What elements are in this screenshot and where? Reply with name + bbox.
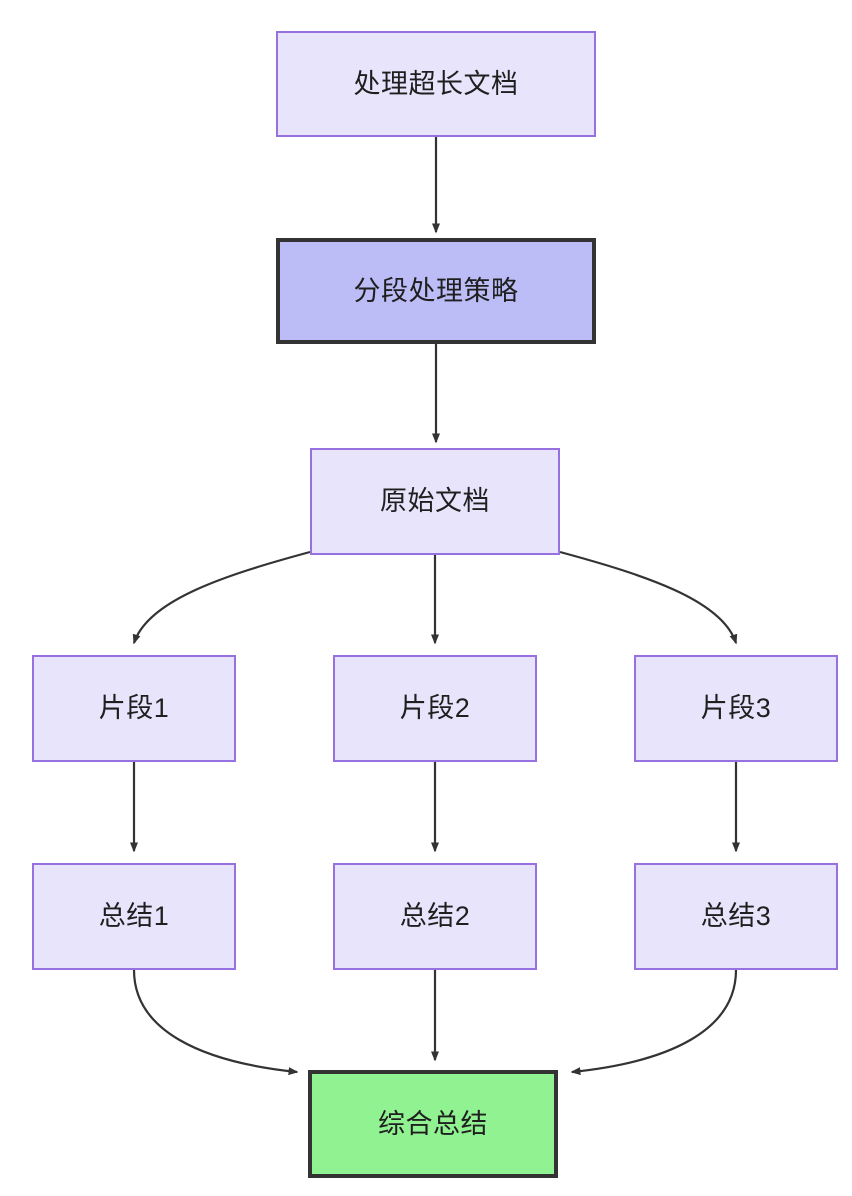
flow-node-label: 原始文档: [380, 486, 490, 517]
flow-node-n7[interactable]: 总结1: [32, 863, 236, 970]
flow-node-n9[interactable]: 总结3: [634, 863, 838, 970]
flow-edge-n3-to-n6: [559, 550, 738, 645]
flow-node-label: 综合总结: [378, 1108, 488, 1139]
flow-node-n4[interactable]: 片段1: [32, 655, 236, 762]
flow-node-n6[interactable]: 片段3: [634, 655, 838, 762]
flow-node-n10[interactable]: 综合总结: [308, 1070, 558, 1178]
flow-edge-n9-to-n10: [570, 969, 738, 1076]
flow-node-label: 片段1: [98, 693, 170, 724]
flow-node-n3[interactable]: 原始文档: [310, 448, 560, 555]
flow-node-label: 处理超长文档: [353, 68, 519, 99]
flow-node-n5[interactable]: 片段2: [333, 655, 537, 762]
flow-node-label: 总结3: [700, 901, 772, 932]
flow-node-n1[interactable]: 处理超长文档: [276, 31, 596, 137]
flow-edge-n7-to-n10: [132, 969, 299, 1076]
flow-node-label: 片段2: [399, 693, 471, 724]
flow-node-label: 总结2: [399, 901, 471, 932]
flow-node-label: 分段处理策略: [353, 275, 519, 306]
flow-node-label: 总结1: [98, 901, 170, 932]
flow-node-label: 片段3: [700, 693, 772, 724]
flow-node-n8[interactable]: 总结2: [333, 863, 537, 970]
flow-node-n2[interactable]: 分段处理策略: [276, 238, 596, 344]
flow-edge-n3-to-n4: [132, 550, 311, 645]
